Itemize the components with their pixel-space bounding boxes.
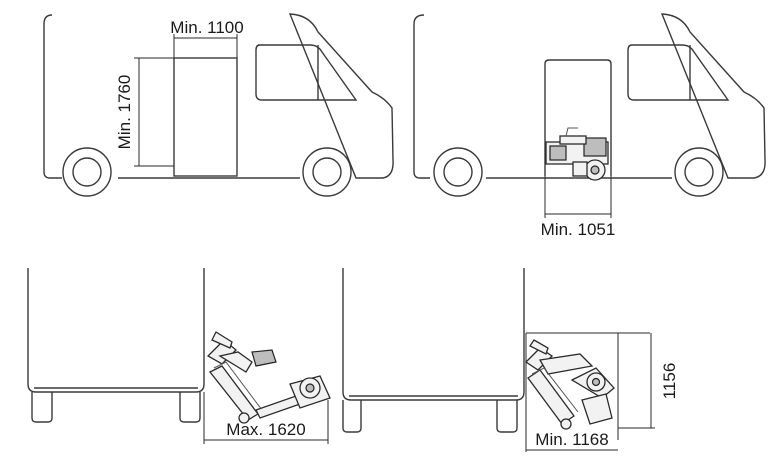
front-wheel: [302, 147, 352, 197]
chair-part: [583, 137, 607, 157]
van-left: Min. 1100 Min. 1760: [43, 13, 394, 197]
van-right: Min. 1051: [413, 13, 766, 239]
chair-base: [572, 161, 588, 177]
chair-caster: [238, 412, 250, 424]
van-body-outline: [43, 13, 394, 179]
side-window: [627, 44, 730, 101]
chair-grip: [211, 331, 233, 349]
chair-arm-inner: [531, 367, 579, 413]
cross-section-right: 1156 Min. 1168: [342, 268, 679, 452]
chair-part: [549, 145, 567, 161]
right-foot: [496, 400, 518, 433]
side-window: [255, 44, 358, 101]
front-wheel: [674, 147, 724, 197]
rear-wheel: [433, 147, 483, 197]
cross-section-left: Max. 1620: [27, 268, 331, 444]
chair-wheel-hub: [591, 377, 601, 387]
front-wheel-hub: [684, 157, 714, 187]
chair-arm: [527, 369, 575, 425]
chair-footrest: [581, 393, 613, 425]
max-width-label: Max. 1620: [226, 420, 305, 439]
vehicle-interior-outline: [342, 268, 525, 401]
left-foot: [342, 400, 362, 433]
right-foot: [179, 392, 201, 423]
chair-caster: [560, 418, 572, 430]
left-foot: [31, 392, 53, 423]
chair-seat: [559, 135, 587, 145]
compact-wheelchair: [524, 339, 615, 430]
front-wheel-hub: [312, 157, 342, 187]
rear-wheel-hub: [443, 157, 473, 187]
chair-wheel-hub: [590, 165, 600, 175]
side-door: [544, 59, 612, 176]
min-width-label: Min. 1168: [535, 430, 608, 449]
chair-seat: [218, 351, 253, 373]
chair-footrest: [255, 395, 301, 419]
height-label: 1156: [660, 363, 679, 400]
rear-wheel-hub: [72, 157, 102, 187]
door-height-label: Min. 1760: [115, 75, 134, 150]
chair-grip: [529, 339, 549, 355]
chair-width-label: Min. 1051: [541, 220, 616, 239]
extended-wheelchair: [206, 331, 331, 424]
door-width-label: Min. 1100: [170, 18, 243, 37]
van-body-outline: [413, 13, 766, 179]
side-door: [173, 57, 238, 177]
vehicle-interior-outline: [27, 268, 205, 393]
folded-wheelchair: [545, 127, 609, 181]
chair-backrest: [251, 349, 277, 367]
chair-arm: [208, 365, 259, 421]
chair-handle: [565, 127, 578, 137]
chair-wheel-hub: [305, 383, 315, 393]
chair-arm-inner: [213, 361, 263, 411]
rear-wheel: [62, 147, 112, 197]
